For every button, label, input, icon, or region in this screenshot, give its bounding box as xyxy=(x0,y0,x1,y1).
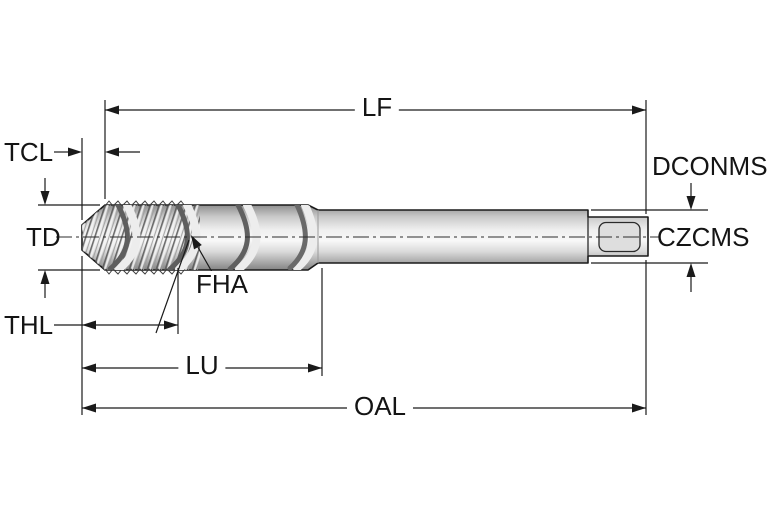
dimension-dconms-group xyxy=(686,183,696,292)
arrow-oal-left xyxy=(82,403,96,413)
arrow-lf-right xyxy=(632,105,646,115)
dim-label-tcl: TCL xyxy=(4,137,54,167)
dim-label-czcms: CZCMS xyxy=(657,222,750,252)
arrow-td-bottom xyxy=(40,270,50,284)
dim-label-fha: FHA xyxy=(192,271,252,297)
dimension-thl-group xyxy=(54,320,178,330)
dim-label-oal: OAL xyxy=(346,393,414,419)
dim-label-thl: THL xyxy=(4,310,54,340)
arrow-tcl-right xyxy=(105,147,119,157)
dim-label-lu: LU xyxy=(178,352,226,378)
arrow-fha-leader xyxy=(191,235,202,250)
annotation-fha-group xyxy=(155,235,213,334)
dimension-td-group xyxy=(40,178,50,298)
dim-label-dconms: DCONMS xyxy=(652,151,767,181)
thread-crest-bottom xyxy=(104,268,186,275)
fha-angle-line xyxy=(155,239,190,334)
arrow-oal-right xyxy=(632,403,646,413)
arrow-thl-right xyxy=(164,320,178,330)
arrow-lu-right xyxy=(308,363,322,373)
extension-lines xyxy=(38,100,708,415)
arrow-tcl-left xyxy=(68,147,82,157)
tap-body-group xyxy=(56,200,660,275)
arrow-lf-left xyxy=(105,105,119,115)
arrow-td-top xyxy=(40,191,50,205)
arrow-thl-left xyxy=(82,320,96,330)
dim-label-td: TD xyxy=(26,222,61,252)
arrow-dconms-top xyxy=(686,196,696,210)
dimension-tcl-group xyxy=(54,147,140,157)
dim-label-lf: LF xyxy=(354,94,400,120)
arrow-dconms-bottom xyxy=(686,263,696,277)
arrow-lu-left xyxy=(82,363,96,373)
thread-crest-top xyxy=(104,200,186,207)
